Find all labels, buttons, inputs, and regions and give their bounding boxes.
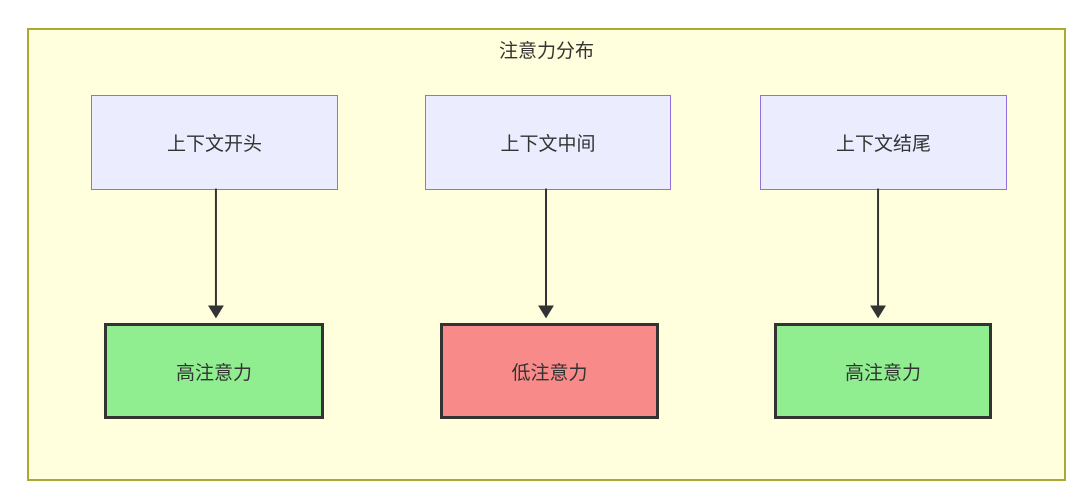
node-context-middle-label: 上下文中间 bbox=[500, 134, 596, 155]
node-attention-low-label: 低注意力 bbox=[511, 362, 588, 384]
arrow-context-start-to-high bbox=[208, 188, 224, 319]
node-context-start: 上下文开头 bbox=[91, 95, 338, 190]
arrow-context-end-to-high bbox=[870, 188, 886, 319]
node-context-start-label: 上下文开头 bbox=[166, 134, 262, 155]
node-attention-high-1: 高注意力 bbox=[104, 323, 324, 419]
node-attention-low: 低注意力 bbox=[440, 323, 659, 419]
node-context-end-label: 上下文结尾 bbox=[835, 134, 931, 155]
node-context-end: 上下文结尾 bbox=[760, 95, 1007, 190]
diagram-title: 注意力分布 bbox=[498, 41, 594, 62]
node-attention-high-1-label: 高注意力 bbox=[175, 362, 252, 384]
node-context-middle: 上下文中间 bbox=[425, 95, 671, 190]
attention-distribution-group: 注意力分布 上下文开头 上下文中间 上下文结尾 高注意力 低注意力 高注意力 bbox=[27, 28, 1066, 481]
node-attention-high-2: 高注意力 bbox=[774, 323, 992, 419]
arrow-context-middle-to-low bbox=[538, 188, 554, 319]
node-attention-high-2-label: 高注意力 bbox=[844, 362, 921, 384]
